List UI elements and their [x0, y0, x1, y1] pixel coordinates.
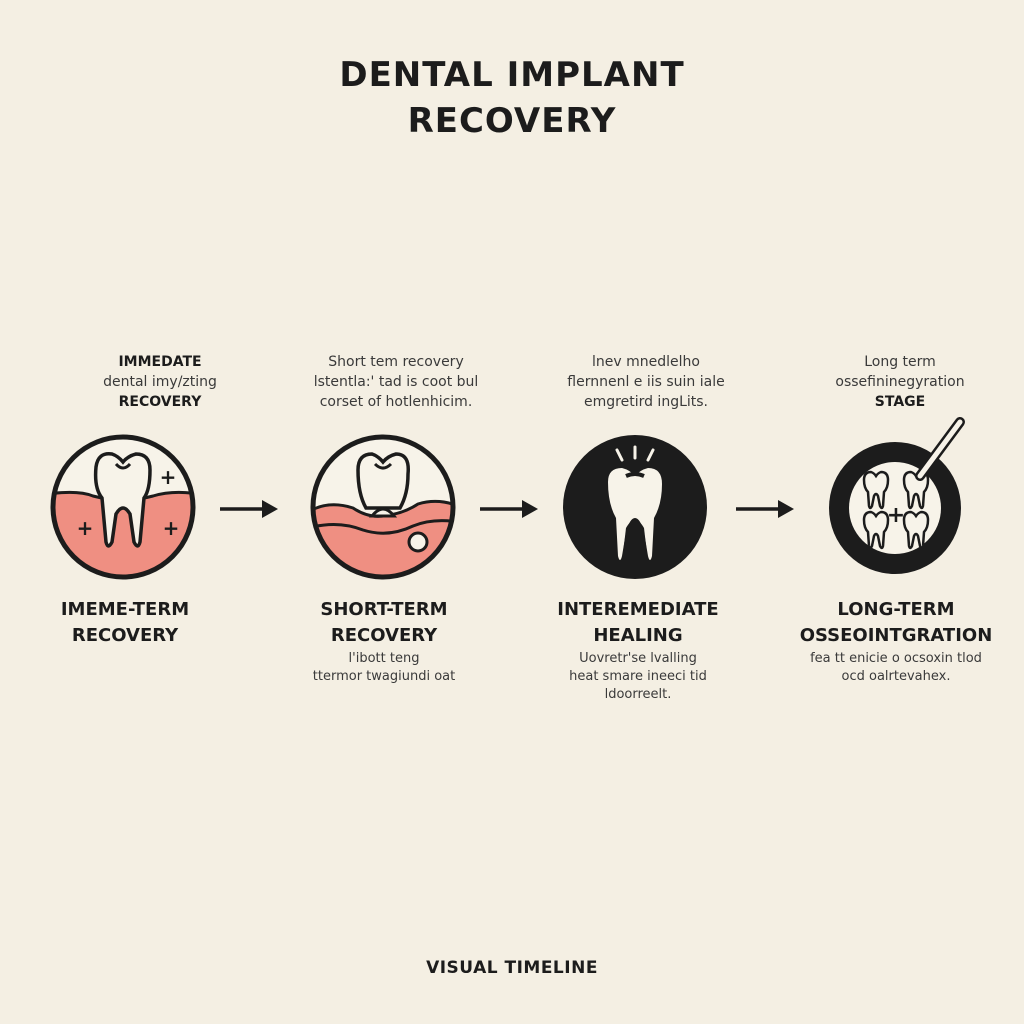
- stage-3-label: INTEREMEDIATE HEALING: [518, 597, 758, 649]
- tooth-with-gum-plus-icon: + + +: [48, 432, 198, 582]
- implant-tooth-icon: [560, 432, 710, 582]
- stage-2-label: SHORT-TERM RECOVERY: [264, 597, 504, 649]
- stage-2-desc-line-1: l'ibott teng: [348, 651, 420, 666]
- stage-2-label-line-2: RECOVERY: [330, 625, 438, 646]
- svg-text:+: +: [77, 516, 94, 540]
- arrow-right-icon: [734, 498, 796, 520]
- stage-2-caption-line-3: corset of hotlenhicim.: [319, 394, 473, 410]
- stage-1-caption-line-3: RECOVERY: [118, 394, 202, 410]
- stage-2-caption-line-1: Short tem recovery: [328, 354, 464, 370]
- stage-2-description: l'ibott teng ttermor twagiundi oat: [264, 650, 504, 686]
- title-line-2: RECOVERY: [407, 101, 617, 141]
- stage-2-caption-line-2: lstentla:' tad is coot bul: [313, 374, 479, 390]
- stage-4-caption-line-2: ossefininegyration: [835, 374, 965, 390]
- stage-4-desc-line-1: fea tt enicie o ocsoxin tlod: [810, 651, 982, 666]
- stage-1-label: IMEME-TERM RECOVERY: [5, 597, 245, 649]
- stage-3-caption-line-3: emgretird ingLits.: [584, 394, 708, 410]
- stage-3-desc-line-2: heat smare ineeci tid: [569, 669, 707, 684]
- stage-4-label: LONG-TERM OSSEOINTGRATION: [776, 597, 1016, 649]
- stage-3-label-line-2: HEALING: [593, 625, 683, 646]
- stage-1-top-caption: IMMEDATE dental imy/zting RECOVERY: [50, 352, 270, 412]
- stage-2-desc-line-2: ttermor twagiundi oat: [312, 669, 456, 684]
- arrow-right-icon: [218, 498, 280, 520]
- svg-text:+: +: [160, 465, 177, 489]
- stage-4-caption-line-1: Long term: [864, 354, 936, 370]
- stage-1-label-line-1: IMEME-TERM: [60, 599, 190, 620]
- stage-3-caption-line-1: lnev mnedlelho: [592, 354, 700, 370]
- stage-1-caption-line-2: dental imy/zting: [103, 374, 217, 390]
- stage-1-label-line-2: RECOVERY: [71, 625, 179, 646]
- multiple-teeth-probe-icon: +: [820, 414, 980, 584]
- stage-4-desc-line-2: ocd oalrtevahex.: [841, 669, 951, 684]
- stage-1-caption-line-1: IMMEDATE: [118, 354, 202, 370]
- stage-2-top-caption: Short tem recovery lstentla:' tad is coo…: [286, 352, 506, 412]
- stage-3-caption-line-2: flernnenl e iis suin iale: [567, 374, 725, 390]
- svg-text:+: +: [163, 516, 180, 540]
- stage-3-description: Uovretr'se lvalling heat smare ineeci ti…: [518, 650, 758, 704]
- stage-3-desc-line-1: Uovretr'se lvalling: [579, 651, 697, 666]
- title-line-1: DENTAL IMPLANT: [339, 55, 685, 95]
- page-title: DENTAL IMPLANT RECOVERY: [0, 52, 1024, 144]
- stage-4-description: fea tt enicie o ocsoxin tlod ocd oalrtev…: [776, 650, 1016, 686]
- stage-4-label-line-2: OSSEOINTGRATION: [799, 625, 993, 646]
- stage-2-label-line-1: SHORT-TERM: [320, 599, 448, 620]
- stage-3-label-line-1: INTEREMEDIATE: [557, 599, 719, 620]
- stage-4-caption-line-3: STAGE: [874, 394, 926, 410]
- svg-text:+: +: [887, 503, 905, 528]
- stage-4-top-caption: Long term ossefininegyration STAGE: [790, 352, 1010, 412]
- footer-label: VISUAL TIMELINE: [426, 958, 598, 978]
- tooth-gum-wave-icon: [308, 432, 458, 582]
- stage-3-desc-line-3: ldoorreelt.: [604, 687, 672, 702]
- arrow-right-icon: [478, 498, 540, 520]
- stage-4-label-line-1: LONG-TERM: [837, 599, 955, 620]
- stage-3-top-caption: lnev mnedlelho flernnenl e iis suin iale…: [536, 352, 756, 412]
